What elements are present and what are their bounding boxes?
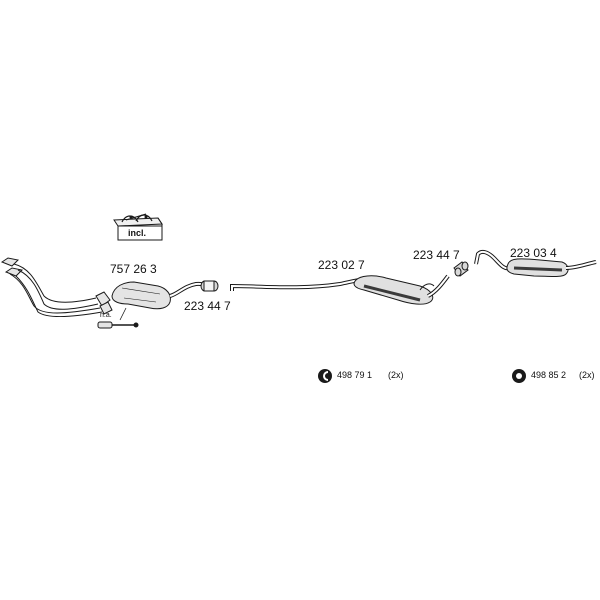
mount-number-2: 498 85 2 xyxy=(531,370,567,380)
clamp-front xyxy=(200,280,219,292)
clamp-kit-box xyxy=(113,213,163,241)
intermediate-pipe xyxy=(230,278,363,291)
mount-qty-2: (2x) xyxy=(579,370,595,380)
c-ring-mount-icon xyxy=(318,369,332,383)
kit-box-label: incl. xyxy=(128,228,147,238)
catalytic-converter xyxy=(111,281,211,321)
sensor-note: n.a. xyxy=(100,312,112,319)
part-number-middle-silencer: 223 02 7 xyxy=(318,258,365,272)
part-number-rear-silencer: 223 03 4 xyxy=(510,246,557,260)
clamp-kit-icon xyxy=(121,213,153,223)
part-number-clamp-front: 223 44 7 xyxy=(184,299,231,313)
part-number-clamp-rear: 223 44 7 xyxy=(413,248,460,262)
lambda-sensor xyxy=(97,321,139,329)
rear-silencer xyxy=(474,249,597,277)
clamp-rear xyxy=(453,261,469,277)
mount-qty-1: (2x) xyxy=(388,370,404,380)
exhaust-manifold xyxy=(0,257,113,317)
part-number-catalytic-converter: 757 26 3 xyxy=(110,262,157,276)
o-ring-mount-icon xyxy=(512,369,526,383)
middle-silencer xyxy=(353,274,450,305)
mount-number-1: 498 79 1 xyxy=(337,370,373,380)
